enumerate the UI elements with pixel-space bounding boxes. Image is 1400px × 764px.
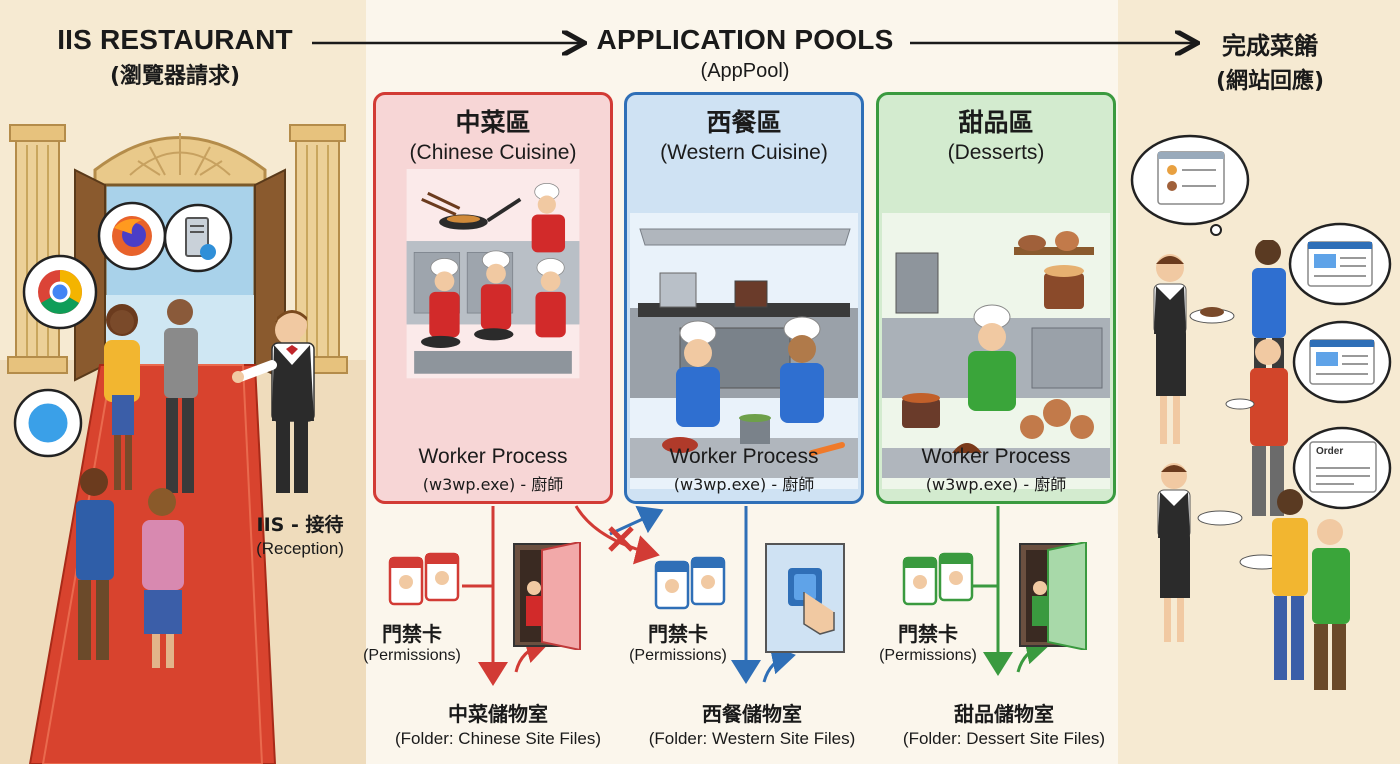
chef-red-4 [531,183,566,253]
response-subtitle: (網站回應) [1215,69,1325,94]
server-bubble [163,203,233,273]
pool-chinese-worker-sub: (w3wp.exe) - 廚師 [422,475,564,494]
perm-desserts-title: 門禁卡 [898,622,958,646]
perm-chinese-subtitle: (Permissions) [363,647,461,664]
pool-desserts: 甜品區 (Desserts) Worker Process (w3wp.exe)… [876,92,1116,504]
pool-western-header: 西餐區 (Western Cuisine) [627,95,861,169]
perm-chinese-title: 門禁卡 [382,622,442,646]
chef-green [968,304,1016,411]
reception-label: IIS - 接待 (Reception) [242,510,358,559]
apppool-title: APPLICATION POOLS [596,24,894,55]
perm-desserts-subtitle: (Permissions) [879,647,977,664]
reception-subtitle: (Reception) [256,539,344,558]
pool-desserts-worker-label: Worker Process [921,445,1071,468]
arrow-western-folder [762,644,796,683]
webpage-bubble-2 [1288,222,1392,306]
pool-western-worker-label: Worker Process [669,445,819,468]
chef-blue-1 [676,320,720,427]
firefox-bubble [97,201,167,271]
pool-desserts-subtitle: (Desserts) [947,141,1045,164]
pool-desserts-title: 甜品區 [958,108,1034,137]
webpage-bubble-3 [1292,320,1392,404]
pool-desserts-worker: Worker Process (w3wp.exe) - 廚師 [879,445,1113,495]
perm-chinese: 門禁卡 (Permissions) [352,618,472,665]
webpage-bubble-1 [1130,134,1250,236]
pool-chinese-worker-label: Worker Process [418,445,568,468]
reception-title: IIS - 接待 [256,514,344,536]
perm-desserts: 門禁卡 (Permissions) [868,618,988,665]
folder-western-subtitle: (Folder: Western Site Files) [648,729,856,748]
pool-chinese-header: 中菜區 (Chinese Cuisine) [376,95,610,169]
blocked-x-icon [608,526,634,552]
access-arrows [462,505,1050,686]
order-bubble: Order [1292,424,1396,514]
pool-desserts-worker-sub: (w3wp.exe) - 廚師 [925,475,1067,494]
header-left: IIS RESTAURANT (瀏覽器請求) [40,24,310,90]
western-kitchen-scene [630,213,858,489]
chinese-kitchen-scene [406,169,580,379]
safari-bubble [13,388,83,458]
header-right: 完成菜餚 (網站回應) [1195,26,1345,95]
badge-icon-chinese [388,552,460,606]
pool-desserts-header: 甜品區 (Desserts) [879,95,1113,169]
perm-western-title: 門禁卡 [648,622,708,646]
restaurant-subtitle: (瀏覽器請求) [109,64,241,89]
chef-blue-2 [780,316,824,423]
reception-host [232,310,315,493]
pool-western-subtitle: (Western Cuisine) [660,141,828,164]
chef-red-1 [429,258,460,338]
badge-icon-western [654,556,726,610]
folder-chinese: 中菜儲物室 (Folder: Chinese Site Files) [378,698,618,749]
folder-chinese-subtitle: (Folder: Chinese Site Files) [395,729,601,748]
chrome-bubble [22,254,98,330]
pool-chinese-worker: Worker Process (w3wp.exe) - 廚師 [376,445,610,495]
door-icon-desserts [1019,542,1087,650]
header-arrows [312,0,1400,90]
arrow-blocked-up [609,505,664,536]
door-icon-chinese [513,542,581,650]
waiters-and-diners [1153,240,1350,690]
folder-western-title: 西餐儲物室 [702,702,802,726]
chef-red-2 [480,250,512,330]
folder-chinese-title: 中菜儲物室 [448,702,548,726]
folder-western: 西餐儲物室 (Folder: Western Site Files) [630,698,874,749]
pool-chinese-title: 中菜區 [455,108,531,137]
apppool-subtitle: (AppPool) [700,60,790,82]
order-label: Order [1316,446,1344,457]
folder-desserts-title: 甜品儲物室 [954,702,1054,726]
header-center: APPLICATION POOLS (AppPool) [560,24,930,83]
folder-desserts: 甜品儲物室 (Folder: Dessert Site Files) [884,698,1124,749]
pool-western-worker: Worker Process (w3wp.exe) - 廚師 [627,445,861,495]
order-bubble-shape [1292,426,1392,510]
perm-western: 門禁卡 (Permissions) [618,618,738,665]
perm-western-subtitle: (Permissions) [629,647,727,664]
arrow-blocked-cross [574,505,660,565]
folder-desserts-subtitle: (Folder: Dessert Site Files) [902,729,1106,748]
pool-chinese: 中菜區 (Chinese Cuisine) [373,92,613,504]
door-icon-western [765,543,845,653]
badge-icon-desserts [902,552,974,606]
pool-western-title: 西餐區 [706,108,782,137]
chef-red-3 [535,258,566,338]
restaurant-title: IIS RESTAURANT [57,24,293,55]
pool-western-worker-sub: (w3wp.exe) - 廚師 [673,475,815,494]
response-title: 完成菜餚 [1222,32,1318,60]
pool-western: 西餐區 (Western Cuisine) Worker Process (w3… [624,92,864,504]
pool-chinese-subtitle: (Chinese Cuisine) [409,141,577,164]
dessert-kitchen-scene [882,213,1110,489]
